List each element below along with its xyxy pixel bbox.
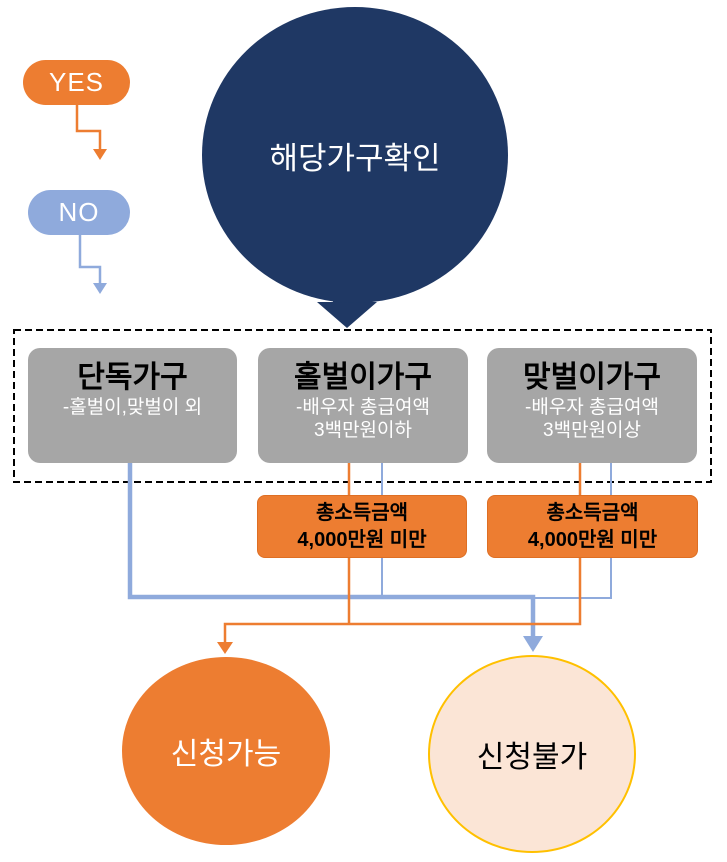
household-box-single-earner: 홀벌이가구 -배우자 총급여액 3백만원이하 <box>258 348 468 463</box>
income-condition-line2: 4,000만원 미만 <box>297 528 427 551</box>
household-box-subtitle: 3백만원이하 <box>314 420 412 442</box>
no-elbow-arrow <box>78 235 102 284</box>
household-box-title: 맞벌이가구 <box>523 361 661 394</box>
income-condition-line2: 4,000만원 미만 <box>527 528 658 551</box>
household-box-subtitle: -배우자 총급여액 <box>525 396 659 418</box>
income-condition-box: 총소득금액 4,000만원 미만 <box>257 495 467 558</box>
root-node-label: 해당가구확인 <box>269 140 441 176</box>
household-box-subtitle: -홀벌이,맞벌이 외 <box>62 396 203 418</box>
ineligible-arrowhead-icon <box>523 636 543 652</box>
household-box-title: 단독가구 <box>77 361 188 394</box>
yes-arrowhead-icon <box>93 149 107 160</box>
yes-badge: YES <box>23 60 130 105</box>
outcome-eligible-label: 신청가능 <box>170 738 282 771</box>
household-box-title: 홀벌이가구 <box>294 361 432 394</box>
income-condition-box: 총소득금액 4,000만원 미만 <box>487 495 698 558</box>
root-node-household-check: 해당가구확인 <box>202 7 508 303</box>
no-badge: NO <box>28 190 130 235</box>
no-arrowhead-icon <box>93 283 107 294</box>
outcome-circle-ineligible: 신청불가 <box>428 655 636 853</box>
household-box-subtitle: -배우자 총급여액 <box>296 396 430 418</box>
no-badge-label: NO <box>58 197 100 227</box>
blue-trunk-line <box>127 463 536 636</box>
household-box-subtitle: 3백만원이상 <box>543 420 641 442</box>
household-group-border <box>13 329 712 483</box>
income-condition-line1: 총소득금액 <box>546 501 639 524</box>
household-box-single: 단독가구 -홀벌이,맞벌이 외 <box>28 348 237 463</box>
yes-badge-label: YES <box>48 67 105 97</box>
outcome-circle-eligible: 신청가능 <box>122 657 330 845</box>
outcome-ineligible-label: 신청불가 <box>476 741 588 774</box>
household-box-dual-earner: 맞벌이가구 -배우자 총급여액 3백만원이상 <box>487 348 697 463</box>
income-condition-line1: 총소득금액 <box>316 501 408 524</box>
yes-elbow-arrow <box>75 105 102 150</box>
eligible-arrowhead-icon <box>217 642 233 654</box>
